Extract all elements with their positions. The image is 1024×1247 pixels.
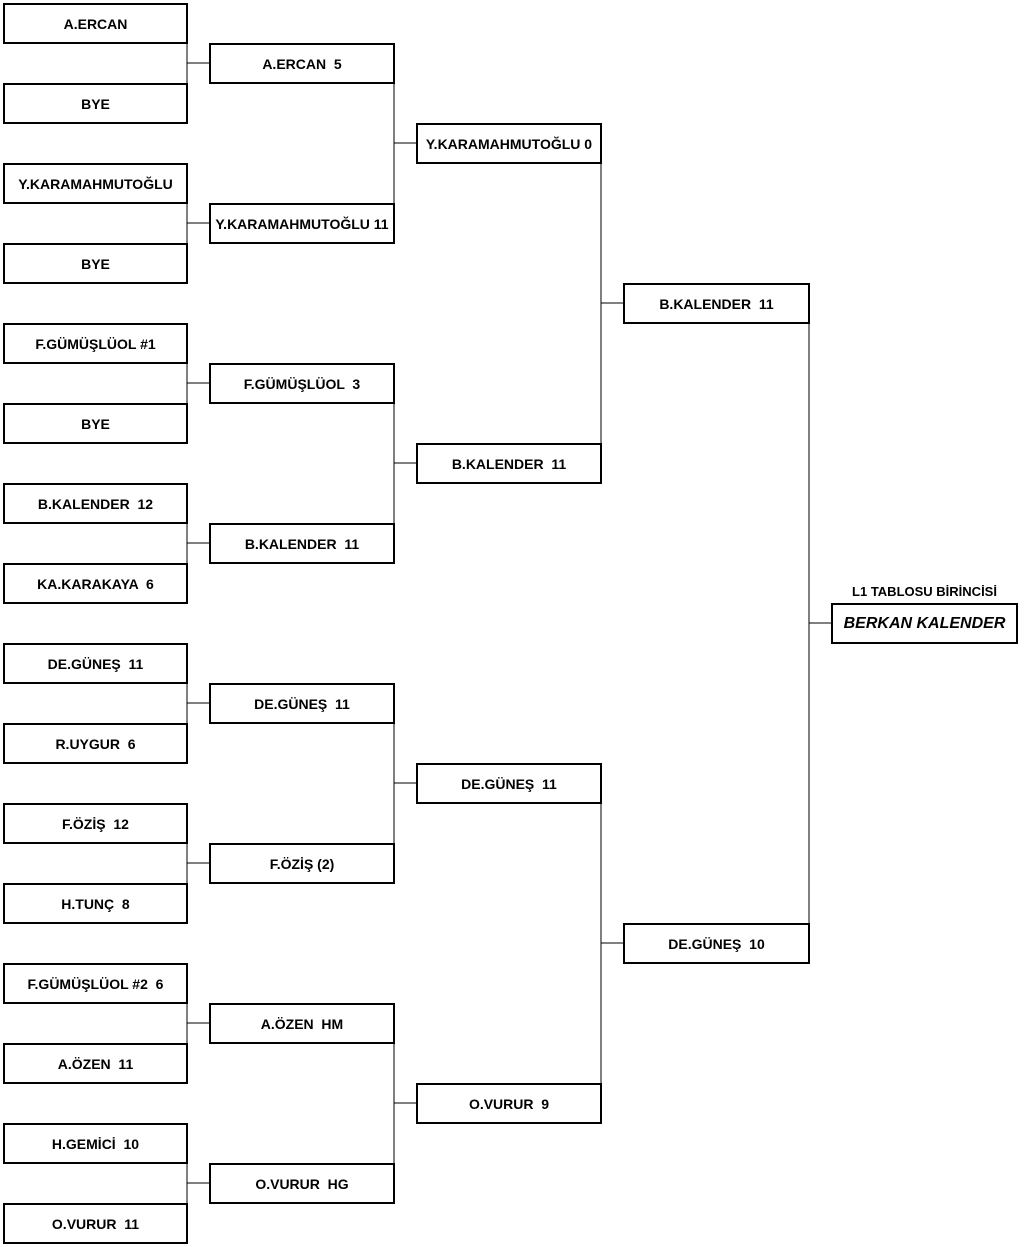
- round3-slot-1: Y.KARAMAHMUTOĞLU 0: [416, 123, 602, 164]
- round1-slot-1: A.ERCAN: [3, 3, 188, 44]
- round2-slot-3: F.GÜMÜŞLÜOL 3: [209, 363, 395, 404]
- round1-slot-8: KA.KARAKAYA 6: [3, 563, 188, 604]
- round2-slot-5: DE.GÜNEŞ 11: [209, 683, 395, 724]
- round1-slot-2: BYE: [3, 83, 188, 124]
- round1-slot-12: H.TUNÇ 8: [3, 883, 188, 924]
- round2-slot-1: A.ERCAN 5: [209, 43, 395, 84]
- round2-slot-6: F.ÖZİŞ (2): [209, 843, 395, 884]
- round1-slot-14: A.ÖZEN 11: [3, 1043, 188, 1084]
- round1-slot-11: F.ÖZİŞ 12: [3, 803, 188, 844]
- round1-slot-15: H.GEMİCİ 10: [3, 1123, 188, 1164]
- champion-title: L1 TABLOSU BİRİNCİSİ: [852, 584, 997, 599]
- round1-slot-9: DE.GÜNEŞ 11: [3, 643, 188, 684]
- champion-name: BERKAN KALENDER: [831, 603, 1018, 644]
- round3-slot-2: B.KALENDER 11: [416, 443, 602, 484]
- round1-slot-3: Y.KARAMAHMUTOĞLU: [3, 163, 188, 204]
- round2-slot-7: A.ÖZEN HM: [209, 1003, 395, 1044]
- round3-slot-3: DE.GÜNEŞ 11: [416, 763, 602, 804]
- round1-slot-6: BYE: [3, 403, 188, 444]
- round4-slot-2: DE.GÜNEŞ 10: [623, 923, 810, 964]
- round1-slot-16: O.VURUR 11: [3, 1203, 188, 1244]
- round1-slot-4: BYE: [3, 243, 188, 284]
- round2-slot-4: B.KALENDER 11: [209, 523, 395, 564]
- round1-slot-13: F.GÜMÜŞLÜOL #2 6: [3, 963, 188, 1004]
- round4-slot-1: B.KALENDER 11: [623, 283, 810, 324]
- round1-slot-10: R.UYGUR 6: [3, 723, 188, 764]
- round1-slot-5: F.GÜMÜŞLÜOL #1: [3, 323, 188, 364]
- round3-slot-4: O.VURUR 9: [416, 1083, 602, 1124]
- round1-slot-7: B.KALENDER 12: [3, 483, 188, 524]
- round2-slot-2: Y.KARAMAHMUTOĞLU 11: [209, 203, 395, 244]
- round2-slot-8: O.VURUR HG: [209, 1163, 395, 1204]
